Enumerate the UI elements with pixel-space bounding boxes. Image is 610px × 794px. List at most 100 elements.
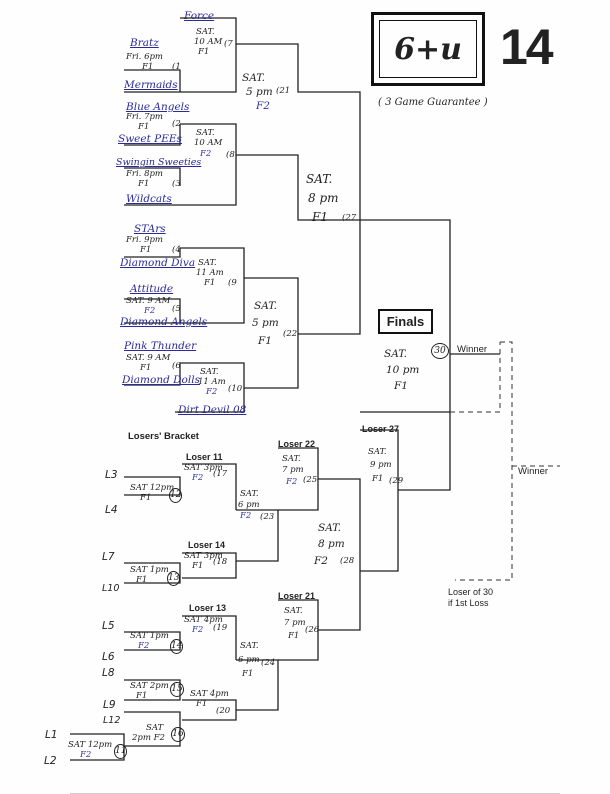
game-17-time: SAT 3pm [184, 463, 223, 473]
team-dirt-devil-08: Dirt Devil 08 [178, 404, 247, 416]
game-23-number: (23 [260, 512, 275, 522]
game-27-number: (27 [342, 213, 357, 223]
code-l1: L1 [45, 729, 58, 741]
game-6-number: (6 [172, 361, 181, 371]
game-14-number: 14 [170, 639, 183, 654]
game-8-number: (8 [226, 150, 235, 160]
game-27-time: 8 pm [308, 191, 339, 205]
team-diamond-angels: Diamond Angels [120, 316, 208, 328]
game-24-time: 6 pm [238, 655, 260, 665]
game-14-field: F2 [138, 641, 150, 651]
team-blue-angels: Blue Angels [126, 101, 190, 113]
code-l4: L4 [105, 504, 118, 516]
game-29-day: SAT. [368, 447, 387, 457]
game-2-number: (2 [172, 119, 181, 129]
game-5-field: F2 [144, 306, 156, 316]
game-14-time: SAT 1pm [130, 631, 169, 641]
game-8-time: 10 AM [194, 138, 223, 148]
game-6-field: F1 [140, 363, 152, 373]
game-24-number: (24 [261, 658, 276, 668]
game-16-number: 16 [171, 727, 185, 742]
game-9-field: F1 [204, 278, 216, 288]
game-24-field: F1 [242, 669, 254, 679]
game-29-number: (29 [389, 476, 404, 486]
game-4-number: (4 [172, 245, 181, 255]
game-1-time: Fri. 6pm [126, 52, 163, 62]
code-l6: L6 [102, 651, 115, 663]
game-16-time: 2pm F2 [132, 733, 165, 743]
team-mermaids: Mermaids [124, 79, 178, 91]
game-25-number: (25 [303, 475, 318, 485]
team-wildcats: Wildcats [126, 193, 172, 205]
game-23-day: SAT. [240, 489, 259, 499]
team-attitude: Attitude [130, 283, 174, 295]
game-26-header: Loser 21 [278, 591, 316, 601]
team-swingin-sweeties: Swingin Sweeties [116, 157, 202, 168]
finals-label: Finals [378, 309, 433, 334]
game-15-number: 15 [170, 682, 184, 697]
game-22-time: 5 pm [252, 317, 279, 329]
code-l9: L9 [103, 699, 116, 711]
game-7-number: (7 [224, 39, 233, 49]
game-29-field: F1 [372, 474, 384, 484]
game-19-field: F2 [192, 625, 204, 635]
game-25-header: Loser 22 [278, 439, 316, 449]
team-force: Force [184, 10, 215, 22]
game-26-number: (26 [305, 625, 320, 635]
team-pink-thunder: Pink Thunder [124, 340, 197, 352]
if-game-line-2: if 1st Loss [448, 598, 489, 608]
game-4-field: F1 [140, 245, 152, 255]
team-sweet-pees: Sweet PEEs [118, 133, 182, 145]
game-23-time: 6 pm [238, 500, 260, 510]
year-label: 14 [500, 19, 554, 75]
game-19-time: SAT 4pm [184, 615, 223, 625]
division-box: 6+u [371, 12, 485, 86]
game-10-field: F2 [206, 387, 218, 397]
game-25-time: 7 pm [282, 465, 304, 475]
code-l12: L12 [103, 715, 121, 726]
game-17-number: (17 [213, 469, 228, 479]
game-17-header: Loser 11 [186, 452, 223, 462]
game-7-field: F1 [198, 47, 210, 57]
game-29-header: Loser 27 [362, 424, 400, 434]
code-l10: L10 [102, 583, 120, 594]
game-21-time: 5 pm [246, 86, 273, 98]
game-21-field: F2 [256, 100, 270, 112]
team-stars: STArs [134, 223, 166, 235]
game-15-time: SAT 2pm [130, 681, 169, 691]
game-19-number: (19 [213, 623, 228, 633]
game-27-day: SAT. [306, 172, 333, 186]
game-17-field: F2 [192, 473, 204, 483]
code-l7: L7 [102, 551, 115, 563]
game-15-field: F1 [136, 691, 148, 701]
game-20-time: SAT 4pm [190, 689, 229, 699]
game-28-time: 8 pm [318, 538, 345, 550]
game-13-field: F1 [136, 575, 148, 585]
team-diamond-dolls: Diamond Dolls [122, 374, 200, 386]
game-3-time: Fri. 8pm [126, 169, 163, 179]
game-11-number: 11 [114, 744, 127, 759]
game-18-field: F1 [192, 561, 204, 571]
game-8-day: SAT. [196, 128, 215, 138]
game-11-field: F2 [80, 750, 92, 760]
code-l3: L3 [105, 469, 118, 481]
game-6-time: SAT. 9 AM [126, 353, 171, 363]
team-diamond-diva: Diamond Diva [120, 257, 196, 269]
game-8-field: F2 [200, 149, 212, 159]
game-1-field: F1 [142, 62, 154, 72]
game-27-field: F1 [312, 210, 328, 224]
game-21-day: SAT. [242, 72, 265, 84]
game-20-number: (20 [216, 706, 231, 716]
game-9-number: (9 [228, 278, 237, 288]
game-7-time: 10 AM [194, 37, 223, 47]
game-3-number: (3 [172, 179, 181, 189]
game-28-day: SAT. [318, 522, 341, 534]
guarantee-note: ( 3 Game Guarantee ) [378, 97, 488, 108]
team-bratz: Bratz [130, 37, 159, 49]
game-22-day: SAT. [254, 300, 277, 312]
game-18-time: SAT 3pm [184, 551, 223, 561]
game-24-day: SAT. [240, 641, 259, 651]
game-19-header: Loser 13 [189, 603, 227, 613]
